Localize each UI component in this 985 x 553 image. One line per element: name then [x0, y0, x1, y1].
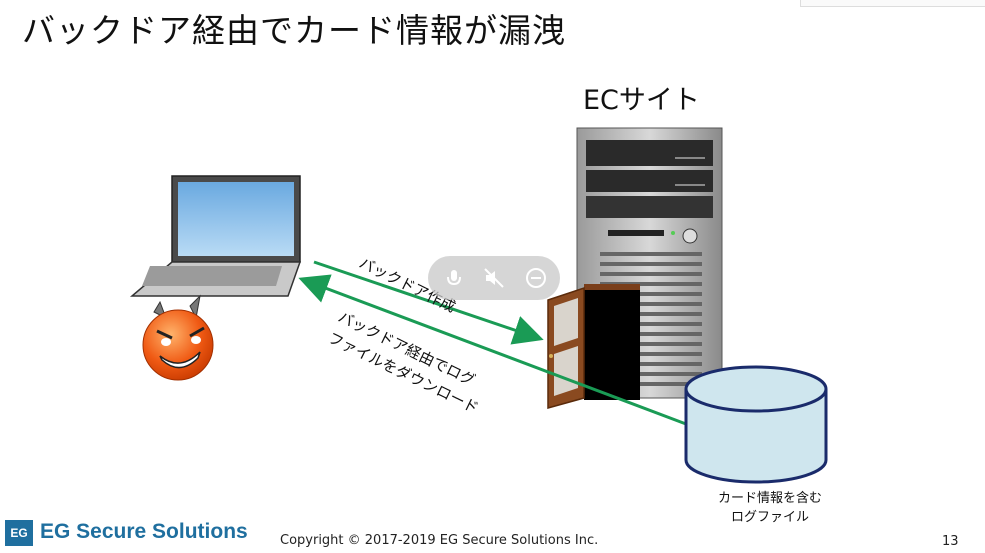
server-icon — [576, 127, 723, 399]
database-icon — [684, 365, 828, 484]
media-controls-overlay — [428, 256, 560, 300]
company-logo-text: EG Secure Solutions — [40, 520, 248, 543]
minus-circle-icon[interactable] — [524, 266, 548, 290]
company-logo-mark: EG — [5, 520, 33, 546]
mute-icon[interactable] — [482, 266, 506, 290]
microphone-icon[interactable] — [442, 266, 466, 290]
database-label: カード情報を含む ログファイル — [700, 489, 840, 527]
slide-title: バックドア経由でカード情報が漏洩 — [22, 11, 566, 50]
devil-face-icon — [142, 294, 214, 381]
backdoor-icon — [547, 284, 640, 409]
copyright-text: Copyright © 2017-2019 EG Secure Solution… — [280, 533, 599, 548]
database-label-line2: ログファイル — [730, 510, 809, 525]
arrow-to-laptop — [298, 274, 687, 426]
arrow-to-server — [313, 260, 544, 345]
page-number: 13 — [942, 534, 959, 549]
server-label: ECサイト — [583, 85, 700, 116]
laptop-icon — [129, 175, 302, 297]
database-label-line1: カード情報を含む — [717, 491, 822, 506]
corner-frame — [800, 0, 985, 7]
